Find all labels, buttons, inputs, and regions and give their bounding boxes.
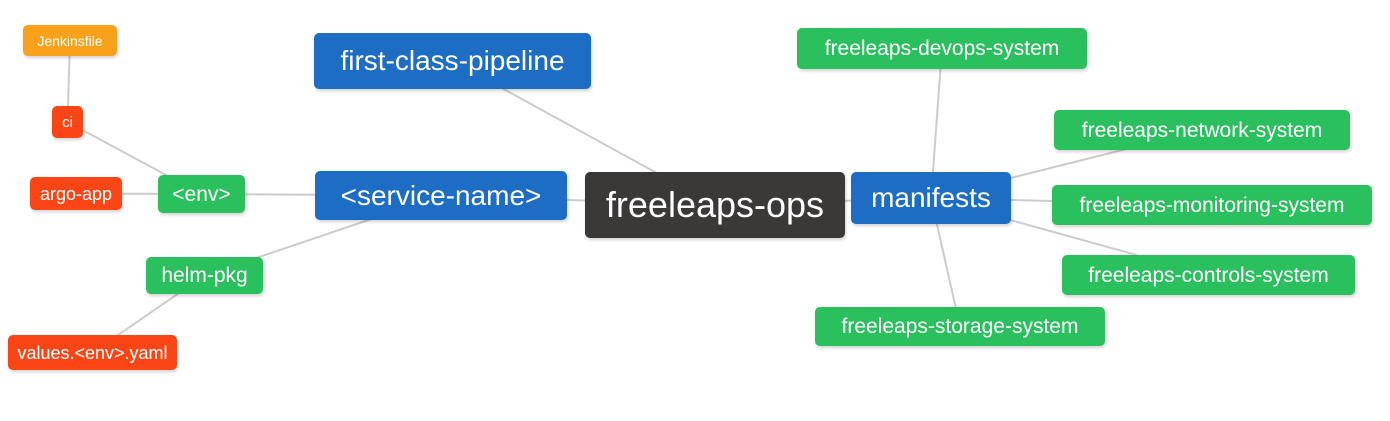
node-first-class-pipeline[interactable]: first-class-pipeline xyxy=(314,33,591,89)
node-controls-system[interactable]: freeleaps-controls-system xyxy=(1062,255,1355,295)
node-storage-system[interactable]: freeleaps-storage-system xyxy=(815,307,1105,346)
node-devops-system[interactable]: freeleaps-devops-system xyxy=(797,28,1087,69)
node-env[interactable]: <env> xyxy=(158,175,245,213)
node-network-system[interactable]: freeleaps-network-system xyxy=(1054,110,1350,150)
node-ci[interactable]: ci xyxy=(52,106,83,138)
node-argo-app[interactable]: argo-app xyxy=(30,177,122,210)
node-service-name[interactable]: <service-name> xyxy=(315,171,567,220)
node-freeleaps-ops[interactable]: freeleaps-ops xyxy=(585,172,845,238)
node-helm-pkg[interactable]: helm-pkg xyxy=(146,257,263,294)
node-manifests[interactable]: manifests xyxy=(851,172,1011,224)
node-jenkinsfile[interactable]: Jenkinsfile xyxy=(23,25,117,56)
node-values-env-yaml[interactable]: values.<env>.yaml xyxy=(8,335,177,370)
node-monitoring-system[interactable]: freeleaps-monitoring-system xyxy=(1052,185,1372,225)
